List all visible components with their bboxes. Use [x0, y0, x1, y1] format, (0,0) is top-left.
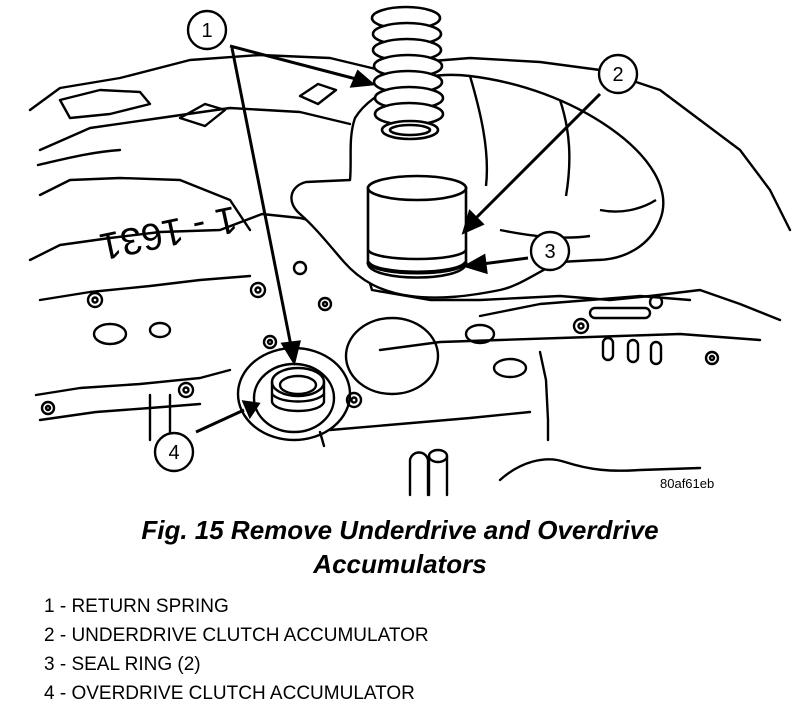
bolt-hole	[704, 350, 720, 366]
oil-passage-slot	[588, 306, 652, 320]
bolt-hole	[572, 317, 590, 335]
oil-passage-slot	[649, 340, 663, 366]
bolt-hole	[40, 400, 56, 416]
overdrive-accumulator-piston-side	[270, 380, 326, 413]
separator-plate-lower-edge	[328, 410, 532, 432]
parts-legend: 1 - RETURN SPRING 2 - UNDERDRIVE CLUTCH …	[44, 592, 429, 708]
casting-bottom-curve	[498, 458, 702, 482]
image-code: 80af61eb	[660, 476, 714, 491]
bolt-hole	[86, 291, 104, 309]
bolt-hole	[708, 354, 716, 362]
bolt-hole	[91, 296, 99, 304]
cast-marking-panel	[38, 176, 252, 232]
legend-item-overdrive-clutch-accumulator: 4 - OVERDRIVE CLUTCH ACCUMULATOR	[44, 683, 415, 704]
callout-2-circle	[597, 53, 639, 95]
valve-body-port	[92, 322, 128, 346]
callout-1-arrowhead	[349, 69, 376, 88]
callout-3-number: 3	[544, 241, 555, 263]
casting-boss	[427, 454, 449, 497]
callout-1-circle	[186, 9, 228, 51]
bolt-hole	[345, 391, 363, 409]
bolt-hole	[262, 334, 278, 350]
underdrive-accumulator-piston-top	[366, 174, 468, 202]
legend-item-seal-ring: 3 - SEAL RING (2)	[44, 654, 201, 675]
callout-1-number: 1	[201, 20, 212, 42]
callout-2-number: 2	[612, 64, 623, 86]
upper-casting-outline	[28, 53, 792, 232]
upper-casting-inner-edge	[38, 106, 352, 152]
bolt-hole	[292, 260, 308, 276]
bolt-hole	[249, 281, 267, 299]
callout-3-leader	[481, 256, 529, 266]
valve-body-port	[464, 323, 496, 345]
callout-1-leader-to-bore	[230, 47, 293, 347]
oil-passage-channel	[478, 294, 692, 318]
callout-3-arrowhead	[462, 253, 488, 275]
oil-passage-slot	[626, 338, 640, 364]
bolt-hole	[44, 404, 52, 412]
separator-plate-front-edge	[34, 368, 232, 397]
callout-4-circle	[153, 431, 195, 473]
casting-rib	[178, 102, 227, 128]
bolt-hole	[254, 286, 262, 294]
callout-1-leader-to-spring	[229, 44, 361, 82]
separator-plate-right-edge	[378, 332, 762, 352]
seal-ring-lower	[366, 260, 468, 275]
callout-2-arrowhead	[461, 209, 485, 235]
bolt-hole	[321, 300, 329, 308]
callout-4-number: 4	[168, 442, 179, 464]
oil-passage-slot	[601, 336, 615, 362]
bolt-hole	[177, 381, 195, 399]
bolt-hole	[182, 386, 190, 394]
overdrive-accumulator-bore-inner	[252, 362, 336, 434]
hand-finger-line	[599, 198, 657, 213]
bolt-hole	[577, 322, 585, 330]
separator-plate-edge	[38, 274, 252, 302]
bolt-hole	[266, 338, 274, 346]
legend-item-return-spring: 1 - RETURN SPRING	[44, 596, 229, 617]
hand-knuckle-line	[558, 99, 571, 197]
seal-ring-upper	[366, 249, 468, 261]
underdrive-accumulator-piston	[366, 186, 468, 279]
casting-drop-line	[538, 350, 550, 442]
return-spring-end-inner	[388, 123, 432, 137]
valve-body-port	[492, 357, 528, 379]
overdrive-accumulator-piston-band	[270, 392, 326, 403]
figure-caption-line-1: Fig. 15 Remove Underdrive and Overdrive	[141, 515, 659, 545]
callout-1-arrowhead	[280, 340, 301, 366]
casting-boss	[408, 451, 430, 497]
valve-body-port	[148, 321, 172, 339]
casting-step-line	[36, 148, 122, 167]
callout-4-leader	[195, 408, 245, 434]
cast-marking: 1 - 1631	[96, 197, 241, 267]
figure-caption-line-2: Accumulators	[313, 549, 487, 579]
bolt-hole	[648, 294, 664, 310]
overdrive-accumulator-piston-rim	[278, 374, 318, 396]
transmission-valve-body-illustration: 1 - 1631	[28, 5, 792, 497]
callout-3-circle	[529, 230, 571, 272]
bolt-hole	[317, 296, 333, 312]
casting-boss-top	[427, 448, 449, 464]
casting-rib	[298, 82, 338, 106]
callout-4-arrowhead	[241, 400, 261, 420]
bolt-hole	[350, 396, 358, 404]
separator-plate-front-edge-2	[38, 402, 202, 422]
valve-body-port	[344, 316, 440, 396]
legend-item-underdrive-clutch-accumulator: 2 - UNDERDRIVE CLUTCH ACCUMULATOR	[44, 625, 429, 646]
hand-knuckle-line	[468, 75, 489, 187]
casting-ledge	[58, 88, 152, 120]
callout-2-leader	[472, 92, 602, 222]
